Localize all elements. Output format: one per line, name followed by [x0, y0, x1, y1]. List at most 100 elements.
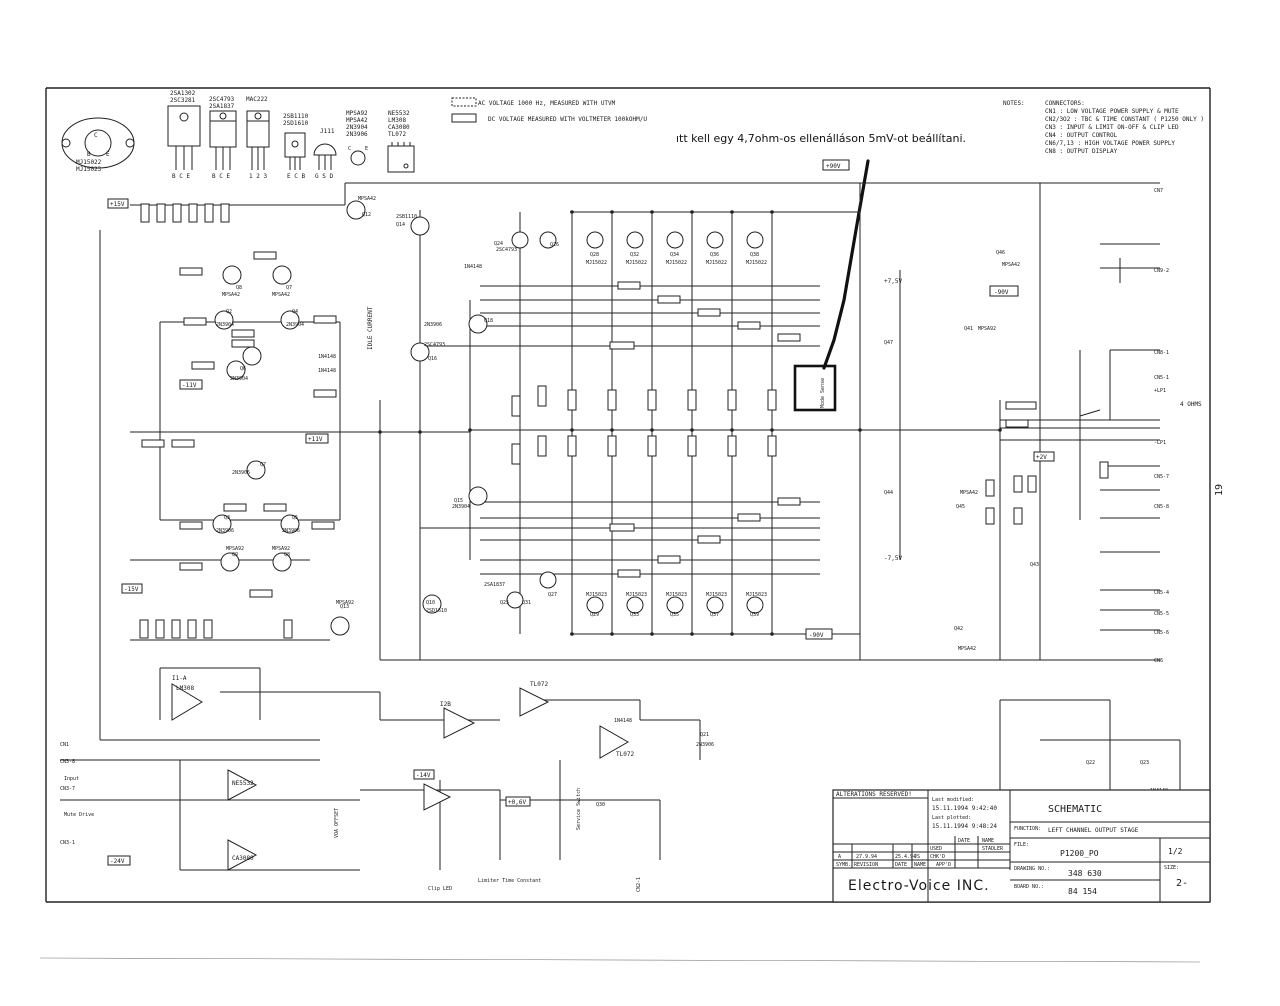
svg-text:CHK'D: CHK'D [930, 854, 945, 860]
opamps: I1-A I2B TL072 TL072 NE5532 LM308 CA3080 [171, 675, 634, 871]
limiter-label: Limiter Time Constant [478, 878, 541, 884]
svg-text:-LP1: -LP1 [1154, 440, 1166, 446]
svg-text:1N4148: 1N4148 [614, 718, 632, 724]
output-offset-label: VOA OFFSET [334, 808, 340, 838]
svg-text:MJ15022: MJ15022 [746, 260, 767, 266]
rail-p90: +90V [826, 163, 841, 170]
svg-text:Q26: Q26 [550, 242, 559, 248]
svg-text:Q4: Q4 [292, 309, 298, 315]
svg-text:Q34: Q34 [670, 252, 679, 258]
svg-text:2SA1837: 2SA1837 [484, 582, 505, 588]
svg-text:2N3904: 2N3904 [452, 504, 470, 510]
svg-text:TL072: TL072 [388, 131, 406, 138]
svg-text:CN9-2: CN9-2 [1154, 268, 1169, 274]
svg-text:Q32: Q32 [630, 252, 639, 258]
svg-text:Q24: Q24 [494, 241, 503, 247]
rail-m90: -90V [994, 289, 1009, 296]
svg-text:2SC4793: 2SC4793 [496, 247, 517, 253]
svg-text:Q9: Q9 [232, 552, 238, 558]
svg-text:2N3906: 2N3906 [232, 470, 250, 476]
annotation-text: ıtt kell egy 4,7ohm-os ellenálláson 5mV-… [676, 132, 966, 145]
svg-text:2N3906: 2N3906 [424, 322, 442, 328]
svg-text:J111: J111 [320, 128, 335, 135]
svg-text:Q15: Q15 [454, 498, 463, 504]
clip-led-label: Clip LED [428, 886, 452, 892]
to247-package: 2SA1302 2SC3281 B C E [167, 90, 201, 180]
svg-text:NAME: NAME [914, 862, 926, 868]
svg-text:LM308: LM308 [176, 685, 194, 692]
svg-text:CA3080: CA3080 [388, 124, 410, 131]
schematic-labels: +90V -90V -90V +7,5V -7,5V +15V -15V -11… [60, 159, 1202, 892]
rail-p06: +0,6V [508, 799, 526, 806]
svg-text:Q42: Q42 [954, 626, 963, 632]
svg-text:CN6: CN6 [1154, 658, 1163, 664]
svg-text:Q44: Q44 [884, 490, 893, 496]
rail-m24: -24V [110, 858, 125, 865]
svg-text:MPSA42: MPSA42 [1002, 262, 1020, 268]
svg-text:CA3080: CA3080 [232, 855, 254, 862]
svg-text:I1-A: I1-A [172, 675, 187, 682]
svg-text:CN1 : LOW VOLTAGE POWER SUPPLY: CN1 : LOW VOLTAGE POWER SUPPLY & MUTE [1045, 108, 1179, 115]
svg-text:MPSA92: MPSA92 [226, 546, 244, 552]
svg-text:CN8 : OUTPUT DISPLAY: CN8 : OUTPUT DISPLAY [1045, 148, 1118, 155]
svg-text:+LP1: +LP1 [1154, 388, 1166, 394]
svg-text:2SB1110: 2SB1110 [396, 214, 417, 220]
svg-text:CN5-7: CN5-7 [1154, 474, 1169, 480]
svg-text:Q8: Q8 [236, 285, 242, 291]
svg-text:2SC4793: 2SC4793 [209, 96, 235, 103]
svg-text:MJ15023: MJ15023 [746, 592, 767, 598]
last-plotted: 15.11.1994 9:48:24 [932, 823, 997, 830]
svg-text:B C E: B C E [172, 173, 190, 180]
svg-text:MPSA92: MPSA92 [978, 326, 996, 332]
output-transistors [506, 231, 801, 614]
last-modified: 15.11.1994 9:42:40 [932, 805, 997, 812]
junction-dots [378, 210, 1002, 636]
svg-text:CN5-4: CN5-4 [1154, 590, 1169, 596]
svg-text:Q30: Q30 [596, 802, 605, 808]
package-drawings: C B E MJ15022 MJ15023 2SA1302 2SC3281 B … [61, 90, 415, 180]
svg-text:CN3-1: CN3-1 [60, 840, 75, 846]
svg-text:Q14: Q14 [396, 222, 405, 228]
svg-text:Q2: Q2 [226, 309, 232, 315]
svg-text:MPSA42: MPSA42 [358, 196, 376, 202]
rail-p2: +2V [1036, 454, 1047, 461]
svg-text:27.9.94: 27.9.94 [856, 854, 877, 860]
output-device-columns [571, 212, 773, 634]
svg-text:Q21: Q21 [700, 732, 709, 738]
svg-text:2N3904: 2N3904 [216, 322, 234, 328]
svg-text:Q29: Q29 [590, 612, 599, 618]
svg-text:Q35: Q35 [670, 612, 679, 618]
svg-text:Q25: Q25 [500, 600, 509, 606]
svg-text:Last modified:: Last modified: [932, 797, 974, 803]
notes-block: NOTES: CONNECTORS: CN1 : LOW VOLTAGE POW… [1003, 100, 1204, 155]
svg-text:Q45: Q45 [956, 504, 965, 510]
svg-text:NE5532: NE5532 [232, 780, 254, 787]
svg-text:2SD1610: 2SD1610 [426, 608, 447, 614]
svg-text:NOTES:: NOTES: [1003, 100, 1025, 107]
svg-text:Q41: Q41 [964, 326, 973, 332]
rail-m11: -11V [182, 382, 197, 389]
svg-text:2SC4793: 2SC4793 [424, 342, 445, 348]
to3-part2: MJ15023 [76, 166, 102, 173]
svg-text:STADLER: STADLER [982, 846, 1004, 852]
svg-text:MJ15023: MJ15023 [666, 592, 687, 598]
svg-text:CN2/3O2 : TBC & TIME CONSTANT: CN2/3O2 : TBC & TIME CONSTANT ( P1250 ON… [1045, 116, 1204, 123]
svg-text:1N4148: 1N4148 [464, 264, 482, 270]
rail-p15: +15V [110, 201, 125, 208]
svg-text:A: A [838, 854, 841, 860]
mode-sense-label: Mode Sense [820, 378, 826, 408]
svg-text:Q10: Q10 [426, 600, 435, 606]
svg-text:JS: JS [914, 854, 920, 860]
dip8-package: NE5532 LM308 CA3080 TL072 [387, 110, 415, 173]
svg-text:G S D: G S D [315, 173, 333, 180]
svg-text:SIZE:: SIZE: [1164, 865, 1179, 871]
title-function: LEFT CHANNEL OUTPUT STAGE [1048, 827, 1139, 834]
idle-current-label: IDLE CURRENT [367, 306, 374, 350]
svg-text:MPSA42: MPSA42 [346, 117, 368, 124]
svg-text:2N3904: 2N3904 [286, 322, 304, 328]
svg-text:2N3904: 2N3904 [230, 376, 248, 382]
svg-text:1 2 3: 1 2 3 [249, 173, 267, 180]
svg-text:Q28: Q28 [590, 252, 599, 258]
svg-text:CN7: CN7 [1154, 188, 1163, 194]
